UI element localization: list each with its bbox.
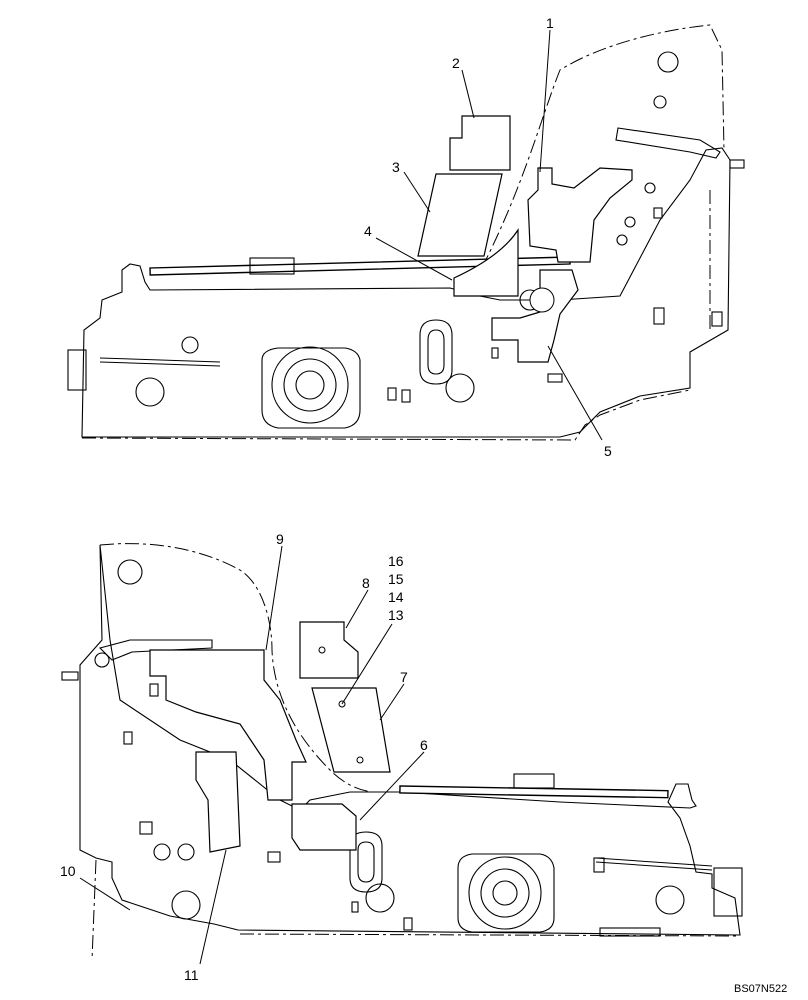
panel-part-6 <box>291 803 357 851</box>
panel-part-8 <box>299 621 359 679</box>
callout-8: 8 <box>362 575 370 591</box>
panel-part-1 <box>527 167 633 263</box>
callout-11: 11 <box>184 967 199 983</box>
bottom-leaders <box>79 545 425 965</box>
top-panels <box>417 115 633 363</box>
top-side-frame <box>67 24 745 441</box>
callout-3: 3 <box>392 159 400 175</box>
callout-14: 14 <box>388 589 404 605</box>
callout-9: 9 <box>276 531 284 547</box>
panel-part-3 <box>417 173 503 257</box>
panel-part-2 <box>449 115 511 171</box>
panel-part-4 <box>453 227 519 297</box>
figure-reference-code: BS07N522 <box>734 983 787 995</box>
callout-16: 16 <box>388 553 404 569</box>
callout-4: 4 <box>364 223 372 239</box>
top-leaders <box>375 29 603 441</box>
callout-1: 1 <box>546 15 554 31</box>
panel-part-11 <box>195 751 241 853</box>
callout-13: 13 <box>388 607 404 623</box>
callout-2: 2 <box>452 55 460 71</box>
callout-15: 15 <box>388 571 404 587</box>
panel-part-5 <box>491 269 579 363</box>
callout-6: 6 <box>420 737 428 753</box>
callout-10: 10 <box>60 863 76 879</box>
bottom-panels <box>149 621 391 853</box>
panel-part-9 <box>149 649 307 801</box>
callout-5: 5 <box>604 443 612 459</box>
callouts: 1 2 3 4 5 6 7 8 9 10 11 16 15 14 13 <box>60 15 612 983</box>
panel-part-7 <box>311 687 391 773</box>
callout-7: 7 <box>400 669 408 685</box>
